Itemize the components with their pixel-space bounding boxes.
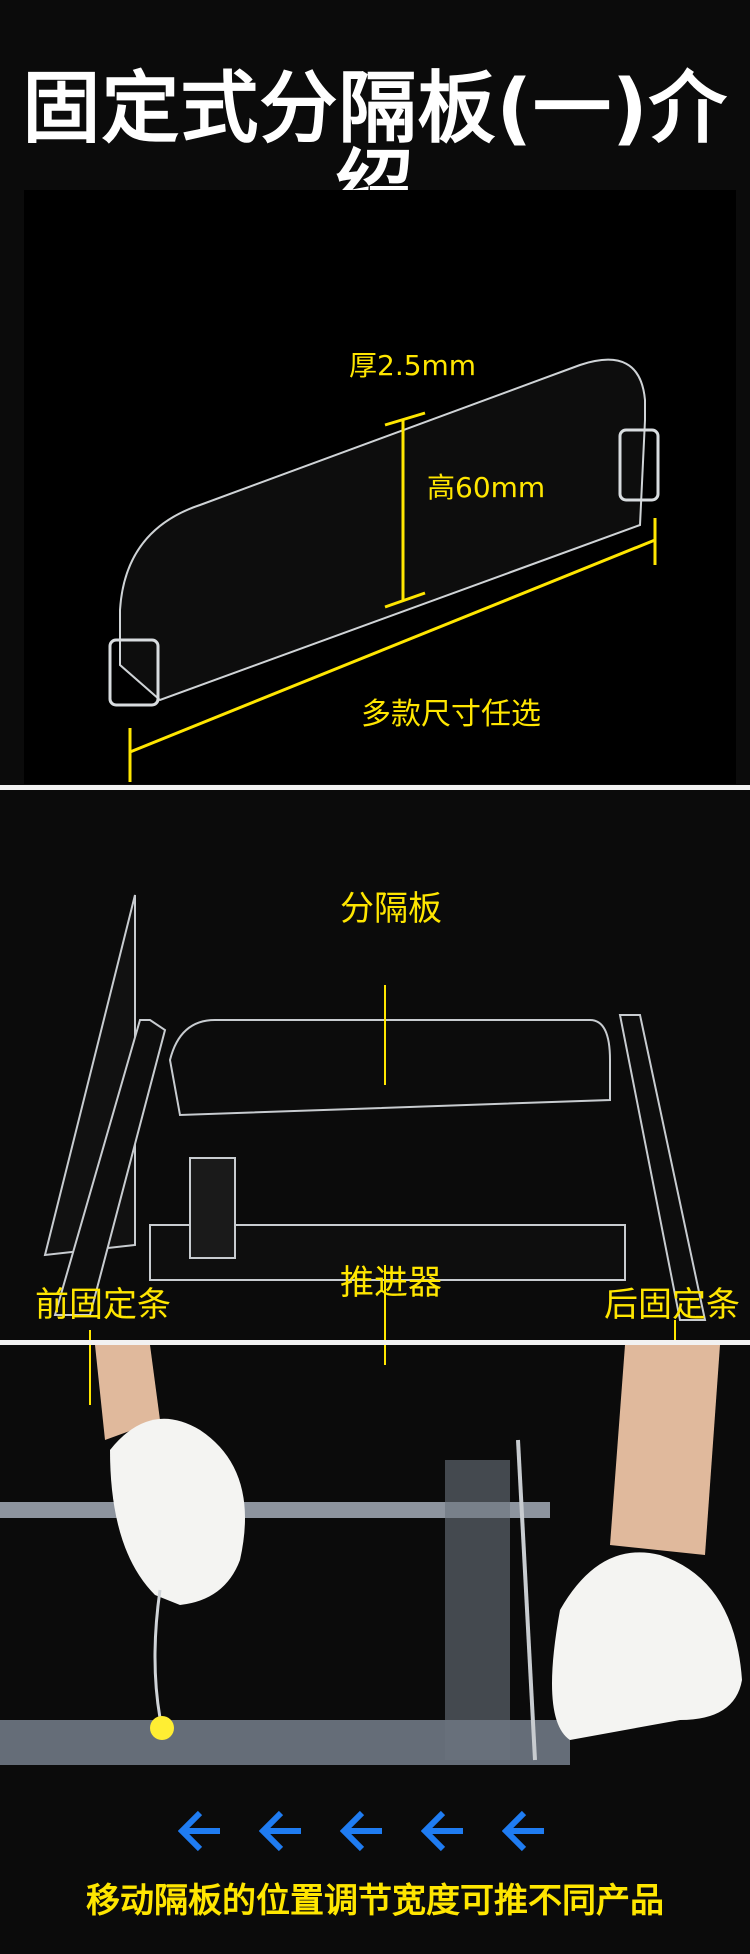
- components-image: [43, 894, 707, 1321]
- height-label: 高60mm: [427, 471, 546, 504]
- section-divider: [0, 785, 750, 790]
- rear-strip-label: 后固定条: [604, 1285, 740, 1325]
- pusher: [445, 1460, 510, 1760]
- divider-label: 分隔板: [340, 889, 442, 929]
- arrow-left-icon: [421, 1810, 463, 1852]
- pusher-label: 推进器: [340, 1263, 442, 1303]
- dimension-lines: [128, 411, 657, 782]
- arrow-left-icon: [340, 1810, 382, 1852]
- divider-plate-image: [108, 358, 660, 707]
- clip-right: [618, 428, 660, 502]
- highlight-glow: [150, 1716, 174, 1740]
- arrow-left-icon: [502, 1810, 544, 1852]
- clip-left: [108, 638, 160, 707]
- thickness-label: 厚2.5mm: [349, 349, 477, 382]
- right-arm: [610, 1345, 720, 1555]
- sizes-label: 多款尺寸任选: [361, 697, 541, 732]
- front-strip-label: 前固定条: [35, 1285, 171, 1325]
- left-arm: [95, 1345, 160, 1440]
- left-glove: [110, 1418, 245, 1605]
- arrow-left-icon: [259, 1810, 301, 1852]
- usage-demo-image: [0, 1345, 742, 1765]
- usage-caption: 移动隔板的位置调节宽度可推不同产品: [86, 1881, 664, 1921]
- page-title: 固定式分隔板(一)介绍: [22, 64, 728, 232]
- right-glove: [552, 1552, 742, 1740]
- section-divider: [0, 1340, 750, 1345]
- arrow-left-icon: [178, 1810, 220, 1852]
